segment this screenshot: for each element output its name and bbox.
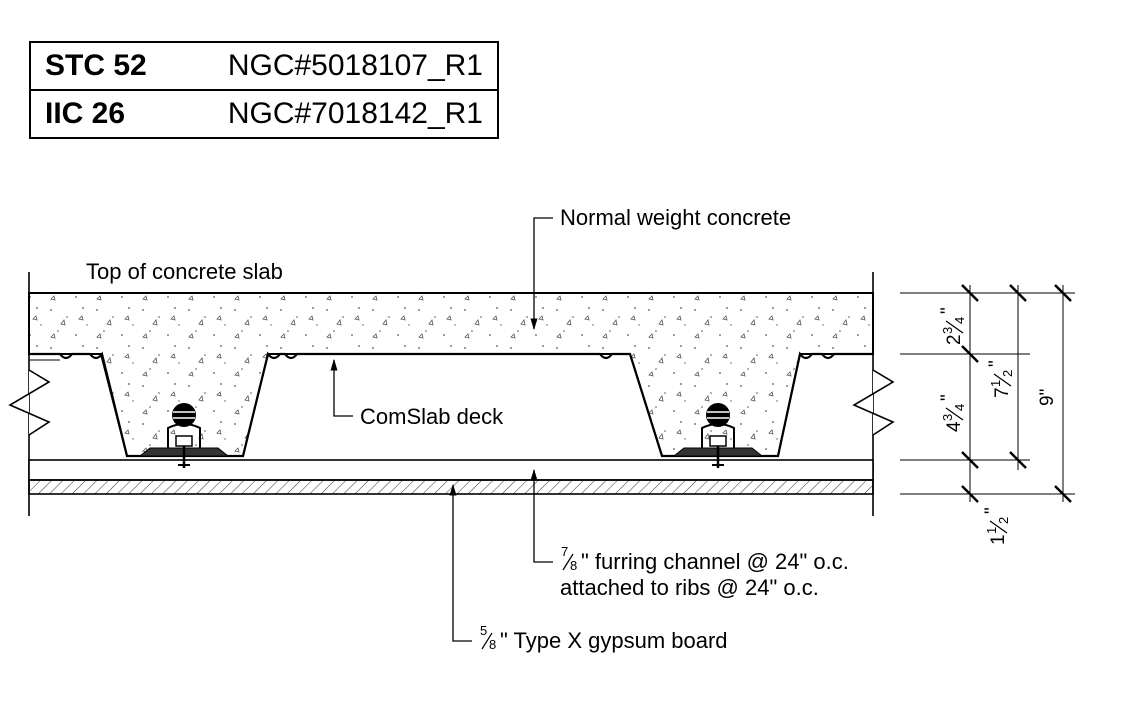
furring-channel xyxy=(28,459,874,481)
comslab-deck xyxy=(29,351,873,458)
dimension-deck-depth: 4 3 4 " xyxy=(938,394,967,432)
iic-label: IIC 26 xyxy=(29,89,209,139)
dim-ceiling-den: 2 xyxy=(996,517,1011,524)
gypsum-board-label: 5 8 " Type X gypsum board xyxy=(480,623,728,653)
svg-text:": " xyxy=(938,394,959,401)
furring-channel-text: " furring channel @ 24" o.c. xyxy=(581,549,849,574)
gypsum-board-text: " Type X gypsum board xyxy=(500,628,728,653)
stc-report-number: NGC#5018107_R1 xyxy=(209,41,499,91)
rebar-and-clip-right xyxy=(672,403,764,468)
dimension-ceiling: 1 1 2 " xyxy=(982,507,1011,545)
gypsum-fraction-numerator: 5 xyxy=(480,623,487,638)
dim-slab-total-whole: 7 xyxy=(992,387,1013,398)
furring-attachment-text: attached to ribs @ 24" o.c. xyxy=(560,575,819,600)
iic-row: IIC 26 NGC#7018142_R1 xyxy=(29,89,499,139)
dim-slab-total-num: 1 xyxy=(988,380,1003,387)
dimension-slab-total: 7 1 2 " xyxy=(986,360,1015,398)
furring-fraction-numerator: 7 xyxy=(561,544,568,559)
dim-slab-top-num: 3 xyxy=(940,327,955,334)
dim-deck-whole: 4 xyxy=(944,421,965,432)
dimension-assembly-total: 9" xyxy=(1037,389,1058,406)
dimension-extension-lines xyxy=(900,285,1075,502)
svg-text:": " xyxy=(938,307,959,314)
dim-slab-top-whole: 2 xyxy=(944,334,965,345)
normal-weight-concrete-label: Normal weight concrete xyxy=(560,205,791,230)
rating-table: STC 52 NGC#5018107_R1 IIC 26 NGC#7018142… xyxy=(29,41,499,139)
svg-text:": " xyxy=(986,360,1007,367)
stc-row: STC 52 NGC#5018107_R1 xyxy=(29,41,499,91)
furring-channel-label: 7 8 " furring channel @ 24" o.c. attache… xyxy=(560,544,849,600)
dim-deck-num: 3 xyxy=(940,414,955,421)
callout-leaders xyxy=(330,217,553,642)
dim-slab-total-den: 2 xyxy=(1000,370,1015,377)
top-of-slab-label: Top of concrete slab xyxy=(86,259,283,284)
furring-fraction-denominator: 8 xyxy=(570,558,577,573)
gypsum-fraction-denominator: 8 xyxy=(489,637,496,652)
comslab-deck-label: ComSlab deck xyxy=(360,404,504,429)
concrete-slab xyxy=(28,292,874,457)
dim-assembly-total-text: 9" xyxy=(1037,389,1058,406)
dimension-slab-top: 2 3 4 " xyxy=(938,307,967,345)
dim-ceiling-whole: 1 xyxy=(988,534,1009,545)
dimension-ticks xyxy=(961,284,1072,503)
dim-slab-top-den: 4 xyxy=(952,317,967,324)
dim-deck-den: 4 xyxy=(952,404,967,411)
dim-ceiling-num: 1 xyxy=(984,527,999,534)
svg-text:": " xyxy=(982,507,1003,514)
iic-report-number: NGC#7018142_R1 xyxy=(209,89,499,139)
stc-label: STC 52 xyxy=(29,41,209,91)
rebar-and-clip-left xyxy=(138,403,230,468)
gypsum-board xyxy=(28,479,874,495)
